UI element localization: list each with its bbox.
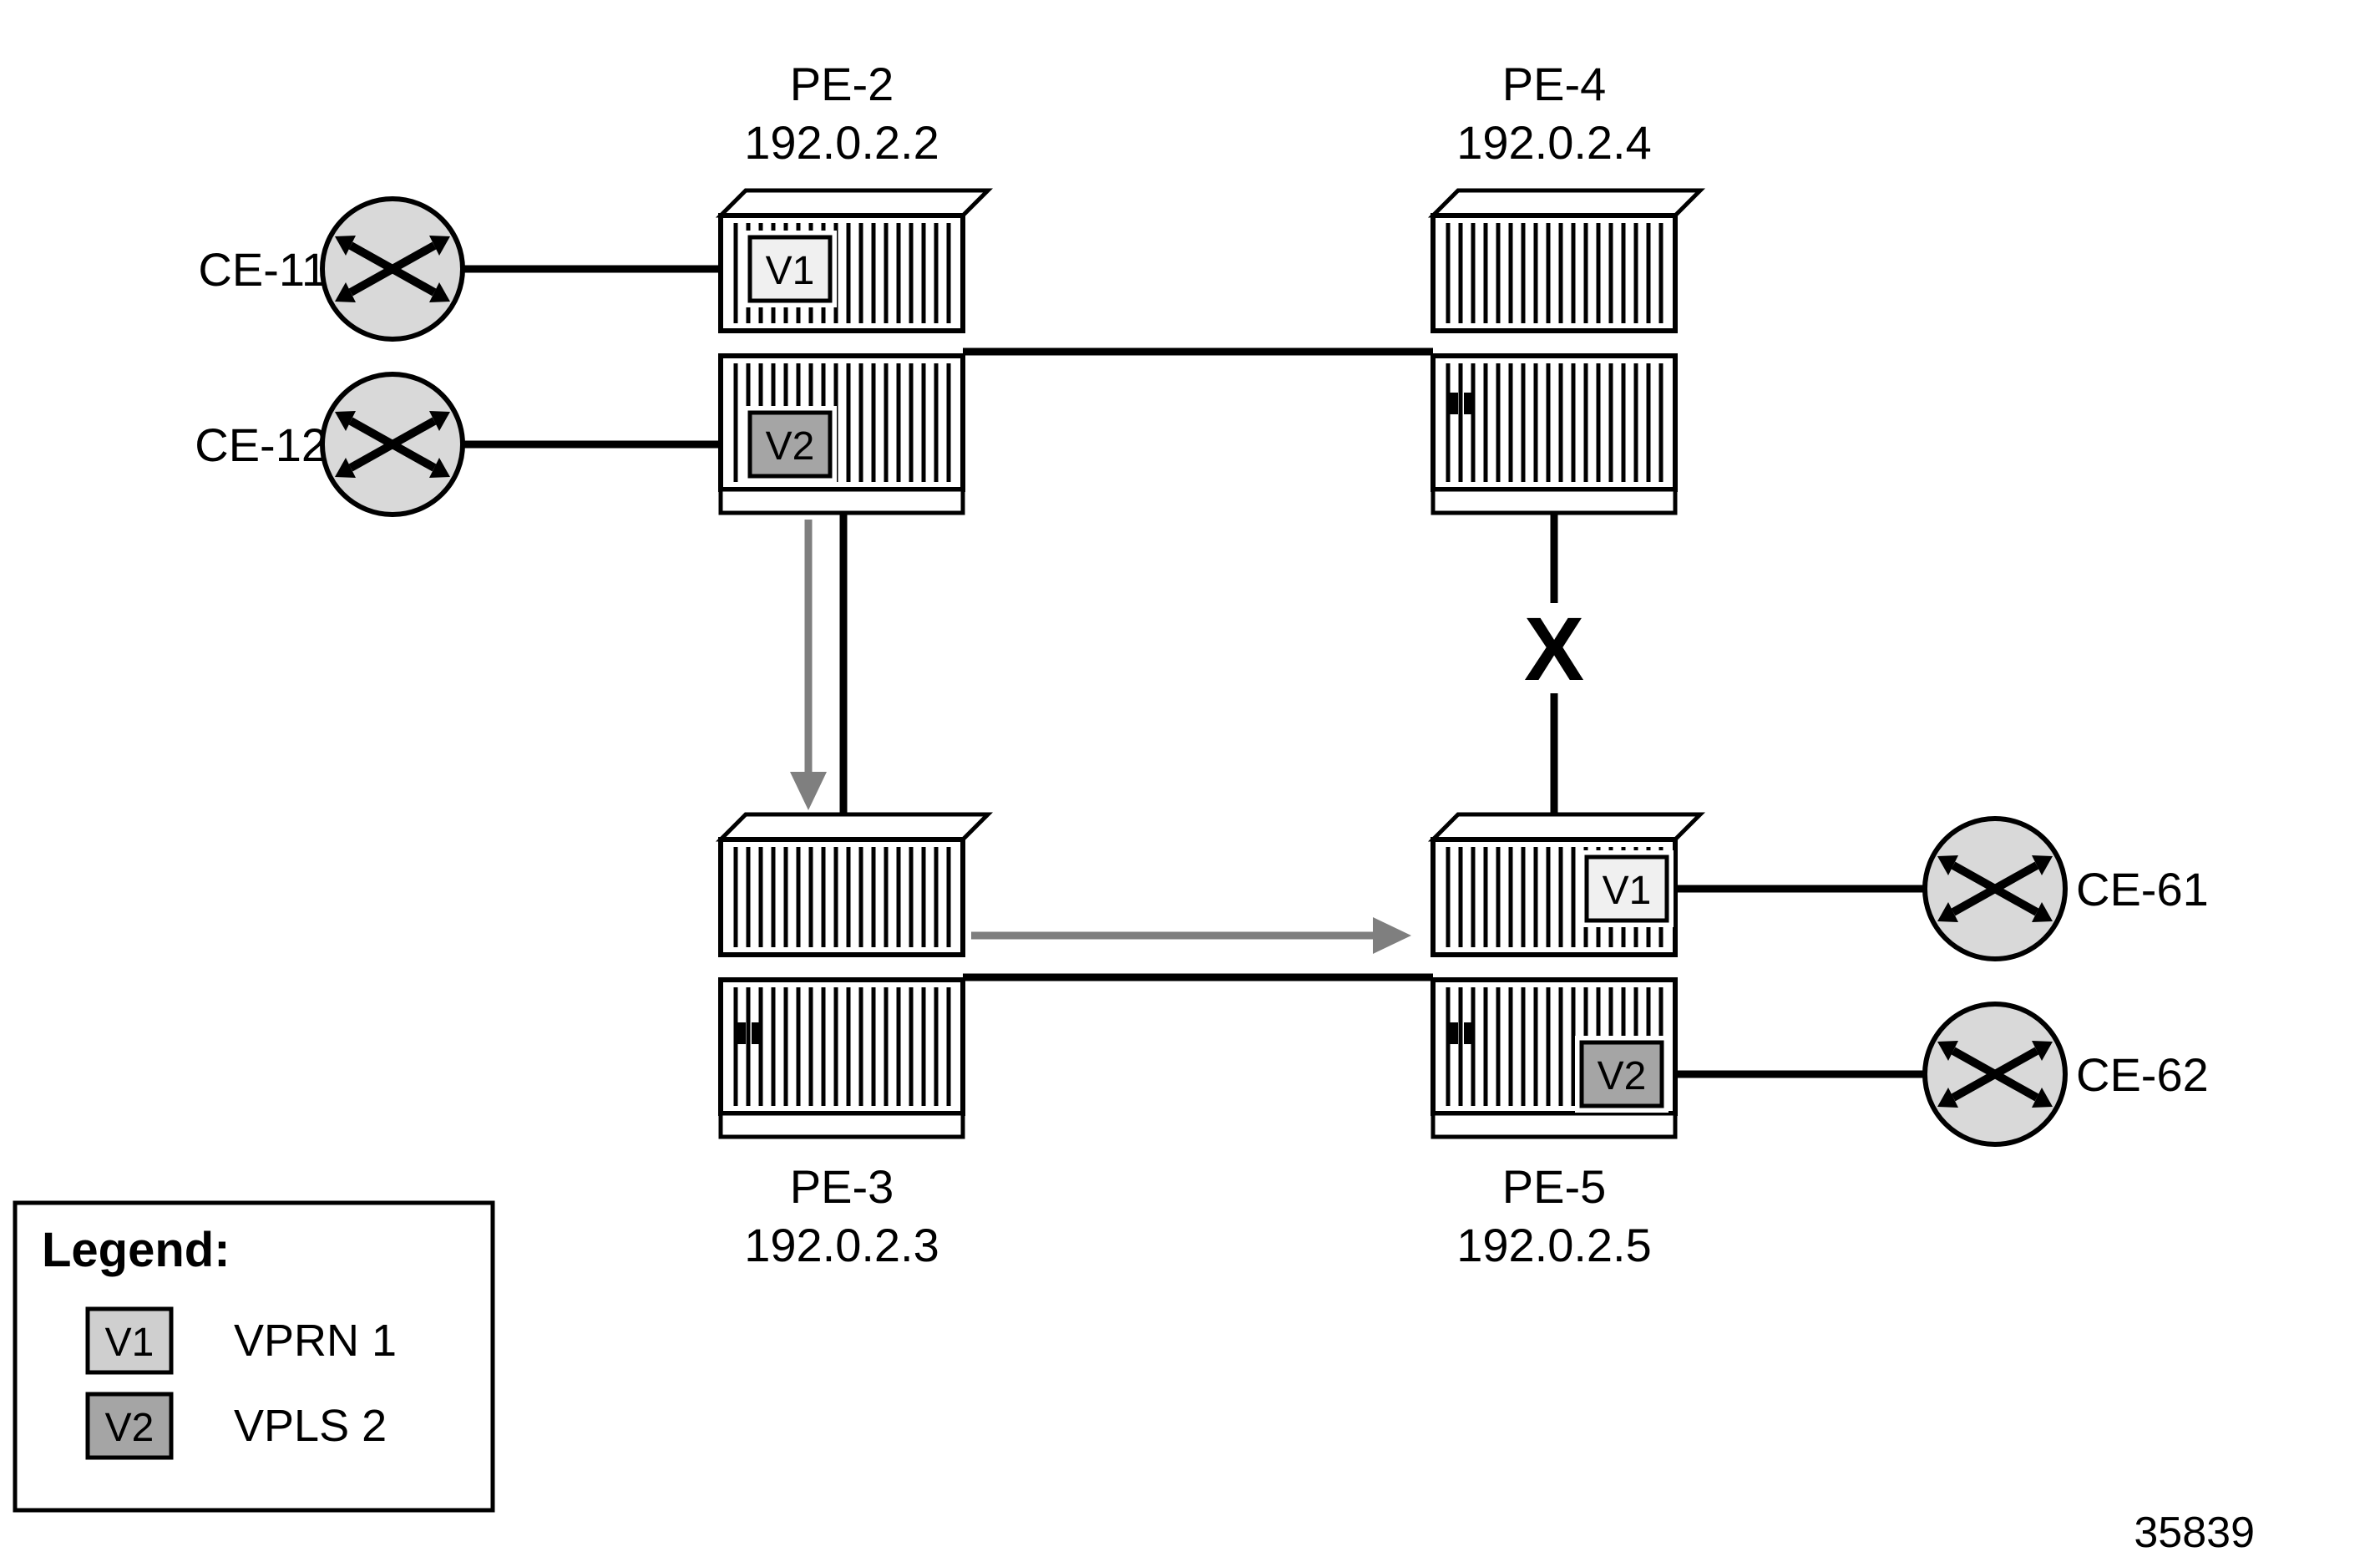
pe5-v1-badge	[1584, 855, 1669, 923]
pe5-port-mark-icon	[1464, 1022, 1473, 1044]
ce62-label: CE-62	[2076, 1048, 2209, 1101]
pe2-name: PE-2	[790, 58, 894, 110]
legend-v1-text: VPRN 1	[234, 1316, 397, 1366]
node-ce-62	[1925, 1004, 2065, 1144]
node-ce-11	[322, 199, 463, 339]
flow-arrowhead-down-icon	[790, 772, 827, 810]
node-labels: PE-2 192.0.2.2 PE-4 192.0.2.4 PE-3 192.0…	[195, 58, 2208, 1271]
legend-v1-badge-label: V1	[105, 1321, 154, 1365]
ce12-label: CE-12	[195, 418, 327, 471]
links	[462, 265, 1926, 1078]
pe5-port-mark-icon	[1449, 1022, 1458, 1044]
legend: Legend: V1 VPRN 1 V2 VPLS 2	[13, 1200, 495, 1513]
pe3-port-mark-icon	[752, 1022, 761, 1044]
node-ce-61	[1925, 819, 2065, 959]
pe4-ip: 192.0.2.4	[1456, 116, 1652, 169]
traffic-flow-arrows	[790, 520, 1411, 954]
node-pe-3	[721, 814, 988, 1137]
pe2-v2-badge-label: V2	[766, 424, 815, 469]
port-marks	[737, 393, 1473, 1044]
pe2-ip: 192.0.2.2	[744, 116, 939, 169]
pe5-name: PE-5	[1502, 1160, 1607, 1213]
ce61-label: CE-61	[2076, 863, 2209, 915]
pe2-v1-badge	[747, 235, 833, 303]
ce11-label: CE-11	[198, 243, 327, 296]
flow-arrowhead-right-icon	[1373, 917, 1411, 954]
link-failure: X	[1512, 598, 1597, 699]
legend-v1-badge	[85, 1306, 174, 1375]
pe2-v1-badge-label: V1	[766, 249, 815, 293]
pe3-ip: 192.0.2.3	[744, 1219, 939, 1271]
legend-title: Legend:	[42, 1223, 230, 1277]
pe5-v2-badge	[1579, 1040, 1664, 1108]
failure-x-backing	[1512, 603, 1597, 693]
ce-routers	[322, 199, 2065, 1144]
legend-v2-badge-label: V2	[105, 1406, 154, 1450]
legend-v2-text: VPLS 2	[234, 1401, 387, 1451]
node-ce-12	[322, 374, 463, 515]
link-failure-x-icon: X	[1524, 598, 1584, 699]
node-pe-4	[1433, 190, 1700, 513]
pe3-name: PE-3	[790, 1160, 894, 1213]
pe5-v1-badge-label: V1	[1603, 869, 1652, 913]
pe4-name: PE-4	[1502, 58, 1607, 110]
pe2-v2-badge	[747, 410, 833, 479]
legend-v2-badge	[85, 1392, 174, 1460]
pe3-port-mark-icon	[737, 1022, 746, 1044]
pe4-port-mark-icon	[1464, 393, 1473, 414]
service-badges: V1 V2 V1 V2	[743, 231, 1674, 1113]
pe4-port-mark-icon	[1449, 393, 1458, 414]
pe5-ip: 192.0.2.5	[1456, 1219, 1652, 1271]
figure-number: 35839	[2134, 1509, 2255, 1557]
pe5-v2-badge-label: V2	[1598, 1054, 1647, 1098]
